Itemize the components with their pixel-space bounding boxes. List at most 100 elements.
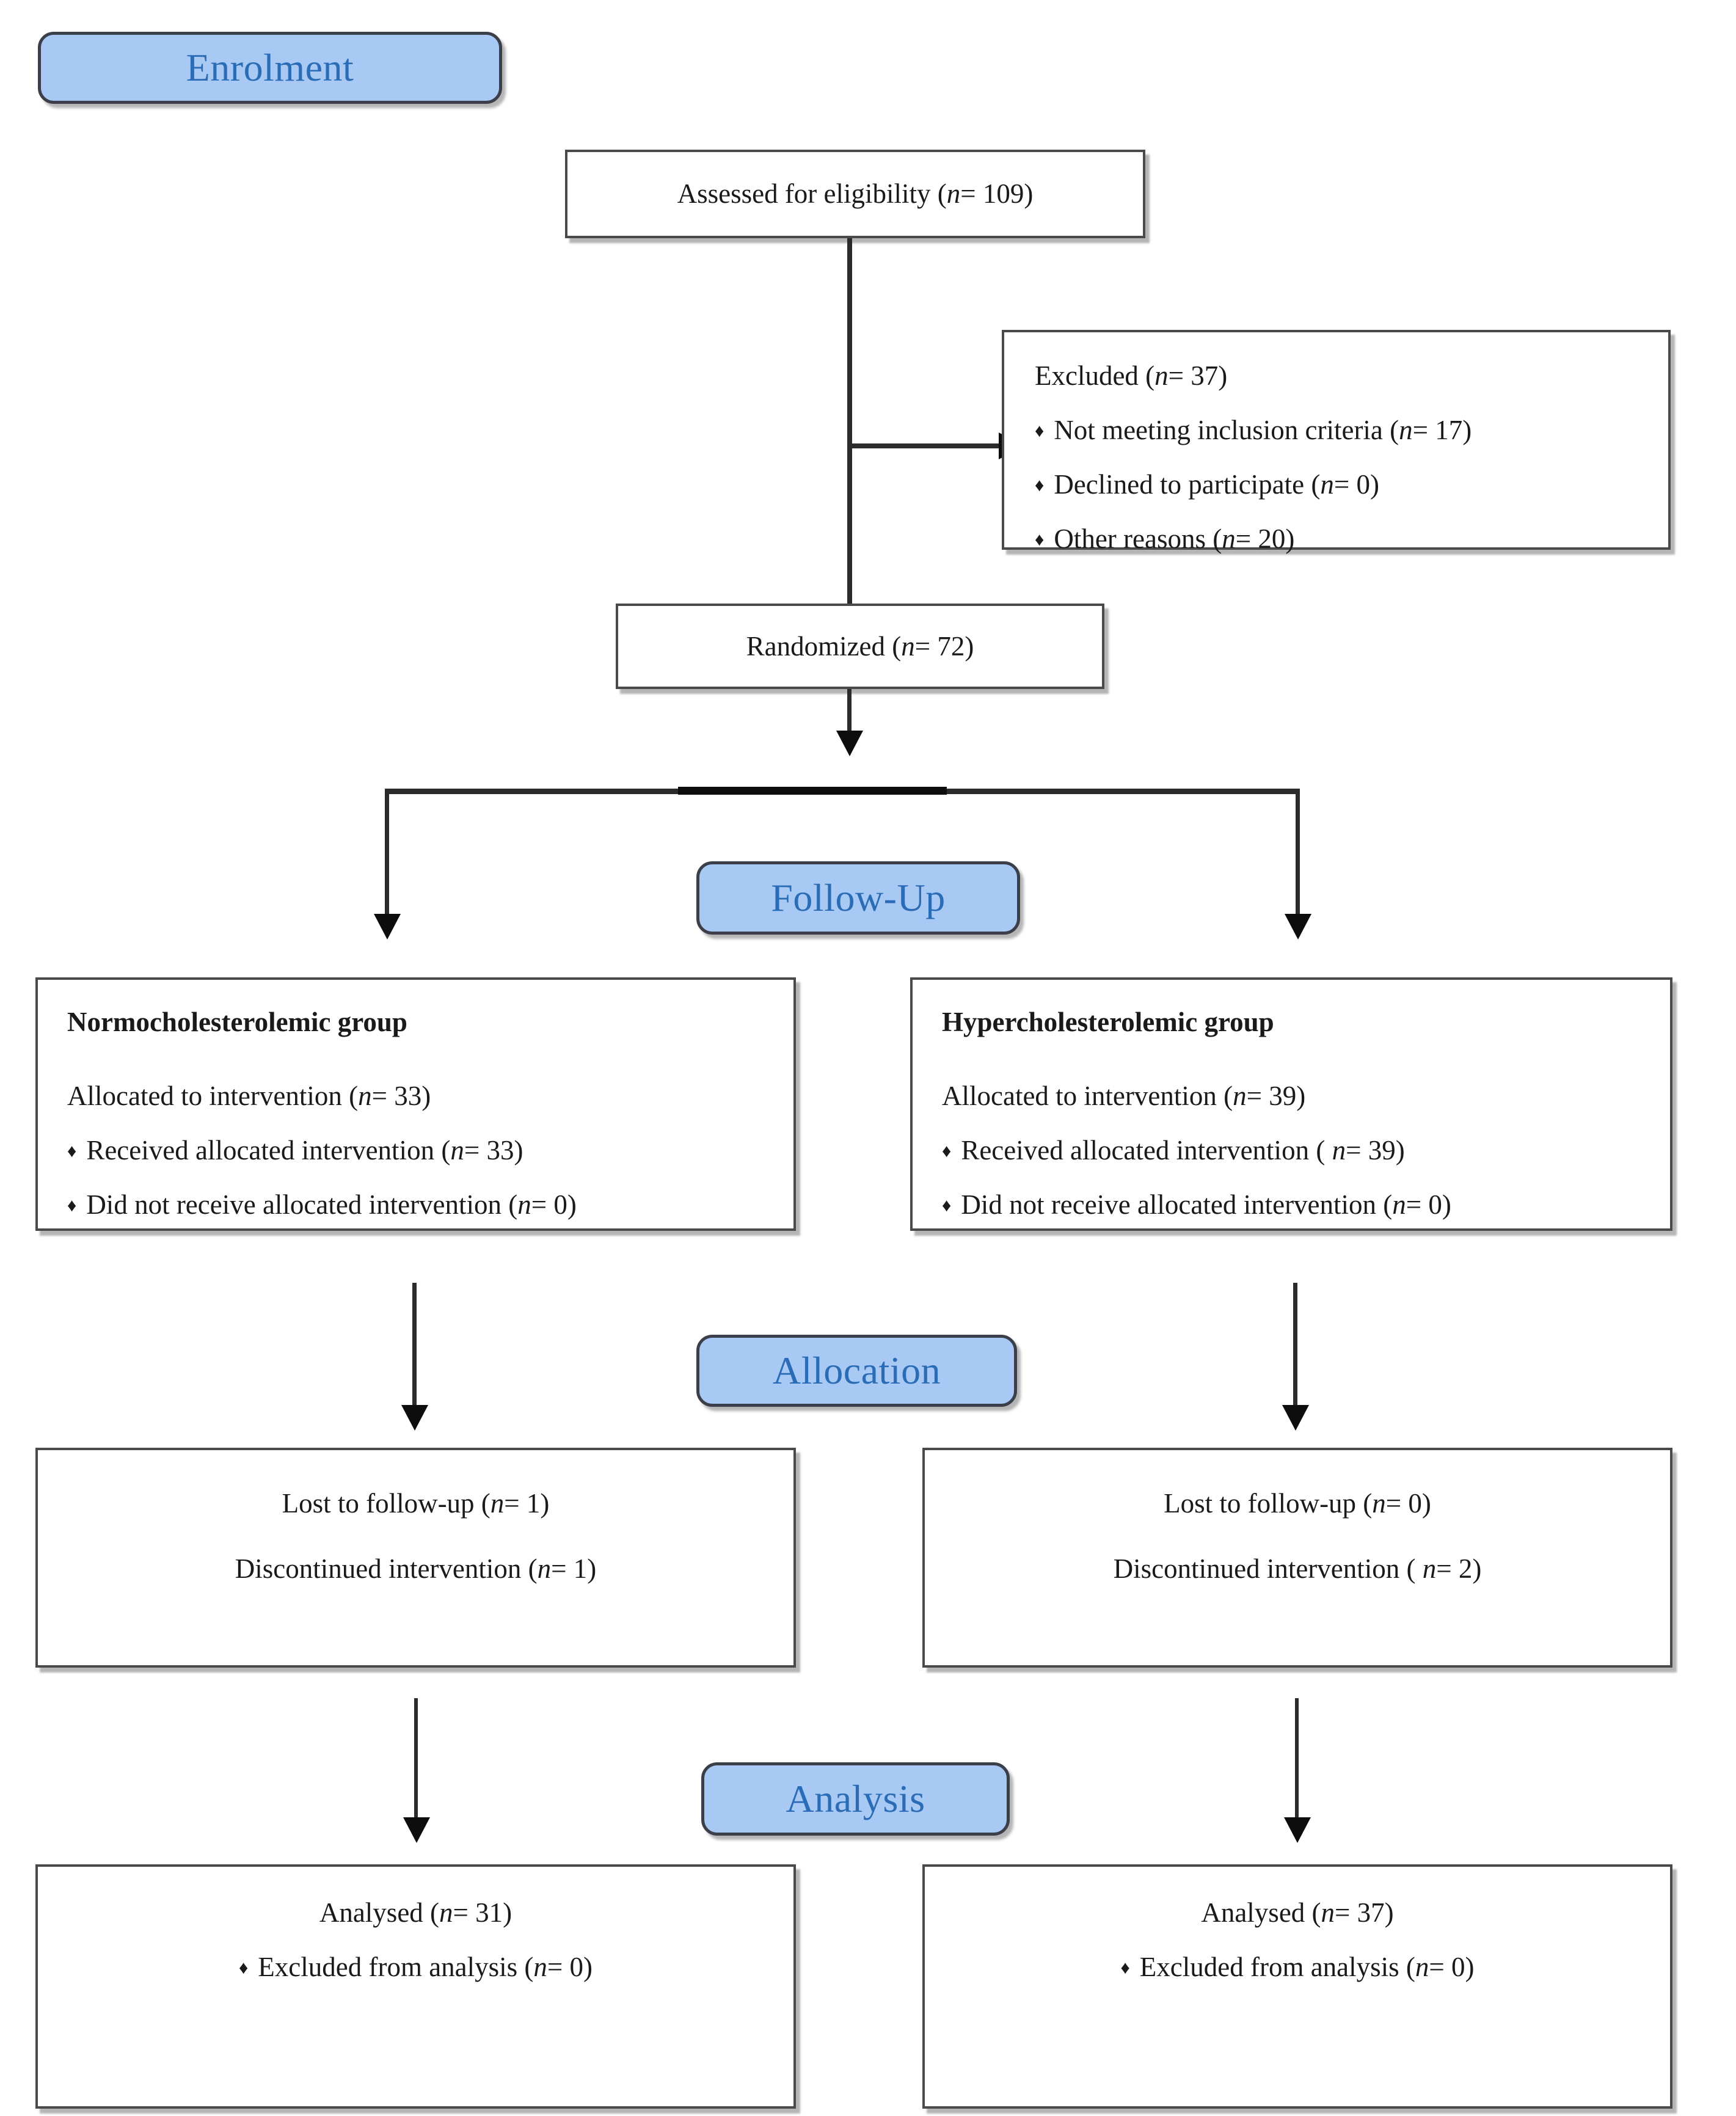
connector-right-followup-to-analysis — [1295, 1698, 1299, 1839]
assessed-n-symbol: n — [946, 178, 961, 210]
connector-randomized-down — [847, 689, 852, 737]
stage-badge-enrolment-label: Enrolment — [186, 46, 354, 89]
excluded-item-n-symbol: n — [1399, 414, 1413, 445]
discontinued-suffix: = 2) — [1436, 1553, 1482, 1584]
connector-right-allocation-to-followup — [1293, 1283, 1297, 1414]
stage-badge-allocation: Allocation — [696, 1335, 1017, 1407]
allocation-item-text: Did not receive allocated intervention (… — [961, 1188, 1451, 1222]
analysed-box-normocholesterolemic: Analysed (n= 31) ♦ Excluded from analysi… — [35, 1864, 796, 2109]
arrowhead-right-analysis — [1284, 1817, 1311, 1843]
lost-to-followup-text: Lost to follow-up (n= 1) — [282, 1487, 550, 1520]
excluded-analysis-suffix: = 0) — [1429, 1951, 1475, 1982]
allocation-box-hypercholesterolemic: Hypercholesterolemic group Allocated to … — [910, 977, 1672, 1231]
discontinued-suffix: = 1) — [551, 1553, 597, 1584]
allocation-item-suffix: = 0) — [531, 1189, 577, 1220]
arrowhead-left-arm — [374, 914, 401, 939]
analysed-suffix: = 37) — [1335, 1897, 1394, 1928]
excluded-analysis-prefix: Excluded from analysis ( — [258, 1951, 534, 1982]
allocation-item-text: Received allocated intervention ( n= 39) — [961, 1134, 1404, 1167]
allocation-list-item: ♦ Did not receive allocated intervention… — [67, 1188, 764, 1222]
allocated-prefix: Allocated to intervention ( — [67, 1080, 359, 1111]
excluded-heading-n-symbol: n — [1154, 360, 1169, 391]
excluded-heading-suffix: = 37) — [1168, 360, 1228, 391]
allocation-item-suffix: = 39) — [1346, 1134, 1405, 1166]
allocation-item-n-symbol: n — [1332, 1134, 1346, 1166]
analysed-prefix: Analysed ( — [319, 1897, 440, 1928]
allocation-item-text: Received allocated intervention (n= 33) — [86, 1134, 523, 1167]
lost-to-followup-text: Lost to follow-up (n= 0) — [1164, 1487, 1431, 1520]
excluded-heading: Excluded (n= 37) — [1035, 359, 1638, 393]
diamond-bullet-icon: ♦ — [1120, 1957, 1130, 1978]
discontinued-intervention-text: Discontinued intervention ( n= 2) — [1114, 1552, 1482, 1586]
excluded-item-suffix: = 17) — [1412, 414, 1472, 445]
diamond-bullet-icon: ♦ — [942, 1195, 952, 1216]
stage-badge-allocation-label: Allocation — [772, 1349, 941, 1392]
excluded-from-analysis-text: Excluded from analysis (n= 0) — [258, 1950, 593, 1984]
split-bar-center-emphasis — [678, 787, 947, 795]
stage-badge-follow-up: Follow-Up — [696, 861, 1020, 935]
discontinued-prefix: Discontinued intervention ( — [235, 1553, 538, 1584]
allocation-item-prefix: Received allocated intervention ( — [86, 1134, 451, 1166]
diamond-bullet-icon: ♦ — [1035, 475, 1045, 495]
connector-trunk-to-excluded — [847, 443, 1000, 448]
analysed-suffix: = 31) — [453, 1897, 512, 1928]
connector-left-allocation-to-followup — [412, 1283, 417, 1414]
arm-title-hypercholesterolemic: Hypercholesterolemic group — [942, 1007, 1274, 1037]
analysed-text: Analysed (n= 37) — [1201, 1896, 1393, 1930]
stage-badge-enrolment: Enrolment — [38, 32, 502, 104]
excluded-item-text: Other reasons (n= 20) — [1054, 522, 1294, 556]
followup-box-hypercholesterolemic: Lost to follow-up (n= 0) Discontinued in… — [922, 1448, 1672, 1668]
allocation-item-prefix: Did not receive allocated intervention ( — [86, 1189, 518, 1220]
discontinued-n-symbol: n — [537, 1553, 552, 1584]
allocated-to-intervention-text: Allocated to intervention (n= 33) — [67, 1079, 764, 1113]
analysed-n-symbol: n — [439, 1897, 453, 1928]
assessed-for-eligibility-box: Assessed for eligibility (n= 109) — [565, 150, 1145, 238]
excluded-analysis-suffix: = 0) — [547, 1951, 593, 1982]
allocated-to-intervention-text: Allocated to intervention (n= 39) — [942, 1079, 1641, 1113]
allocation-item-text: Did not receive allocated intervention (… — [86, 1188, 577, 1222]
excluded-from-analysis-item: ♦ Excluded from analysis (n= 0) — [1120, 1950, 1474, 1984]
allocation-list-item: ♦ Received allocated intervention ( n= 3… — [942, 1134, 1641, 1167]
excluded-box: Excluded (n= 37) ♦ Not meeting inclusion… — [1002, 330, 1671, 554]
arrowhead-left-analysis — [403, 1817, 430, 1843]
excluded-item-text: Declined to participate (n= 0) — [1054, 468, 1379, 502]
allocated-n-symbol: n — [358, 1080, 372, 1111]
allocated-suffix: = 39) — [1246, 1080, 1306, 1111]
excluded-analysis-prefix: Excluded from analysis ( — [1139, 1951, 1415, 1982]
diamond-bullet-icon: ♦ — [67, 1140, 77, 1161]
arrowhead-right-followup — [1282, 1405, 1309, 1431]
discontinued-n-symbol: n — [1422, 1553, 1437, 1584]
lost-prefix: Lost to follow-up ( — [282, 1488, 491, 1519]
connector-left-followup-to-analysis — [414, 1698, 418, 1839]
discontinued-prefix: Discontinued intervention ( — [1113, 1553, 1423, 1584]
arrowhead-right-arm — [1285, 914, 1311, 939]
excluded-analysis-n-symbol: n — [533, 1951, 547, 1982]
excluded-analysis-n-symbol: n — [1415, 1951, 1429, 1982]
excluded-from-analysis-item: ♦ Excluded from analysis (n= 0) — [239, 1950, 593, 1984]
excluded-item-prefix: Not meeting inclusion criteria ( — [1054, 414, 1399, 445]
connector-split-to-left-arm — [385, 789, 389, 920]
allocated-n-symbol: n — [1233, 1080, 1247, 1111]
allocation-item-suffix: = 33) — [464, 1134, 523, 1166]
randomized-n-symbol: n — [901, 630, 915, 662]
diamond-bullet-icon: ♦ — [67, 1195, 77, 1216]
analysed-n-symbol: n — [1321, 1897, 1335, 1928]
lost-prefix: Lost to follow-up ( — [1164, 1488, 1373, 1519]
assessed-for-eligibility-text: Assessed for eligibility (n= 109) — [677, 177, 1034, 211]
discontinued-intervention-text: Discontinued intervention (n= 1) — [235, 1552, 597, 1586]
lost-suffix: = 1) — [504, 1488, 550, 1519]
stage-badge-analysis: Analysis — [701, 1762, 1010, 1836]
allocated-prefix: Allocated to intervention ( — [942, 1080, 1233, 1111]
lost-n-symbol: n — [1372, 1488, 1386, 1519]
diamond-bullet-icon: ♦ — [238, 1957, 249, 1978]
excluded-from-analysis-text: Excluded from analysis (n= 0) — [1140, 1950, 1475, 1984]
assessed-prefix: Assessed for eligibility ( — [677, 178, 947, 210]
diamond-bullet-icon: ♦ — [1035, 529, 1045, 550]
excluded-heading-prefix: Excluded ( — [1035, 360, 1155, 391]
randomized-suffix: = 72) — [914, 630, 974, 662]
randomized-text: Randomized (n= 72) — [746, 630, 974, 663]
randomized-box: Randomized (n= 72) — [616, 604, 1104, 689]
lost-n-symbol: n — [490, 1488, 505, 1519]
lost-suffix: = 0) — [1385, 1488, 1431, 1519]
